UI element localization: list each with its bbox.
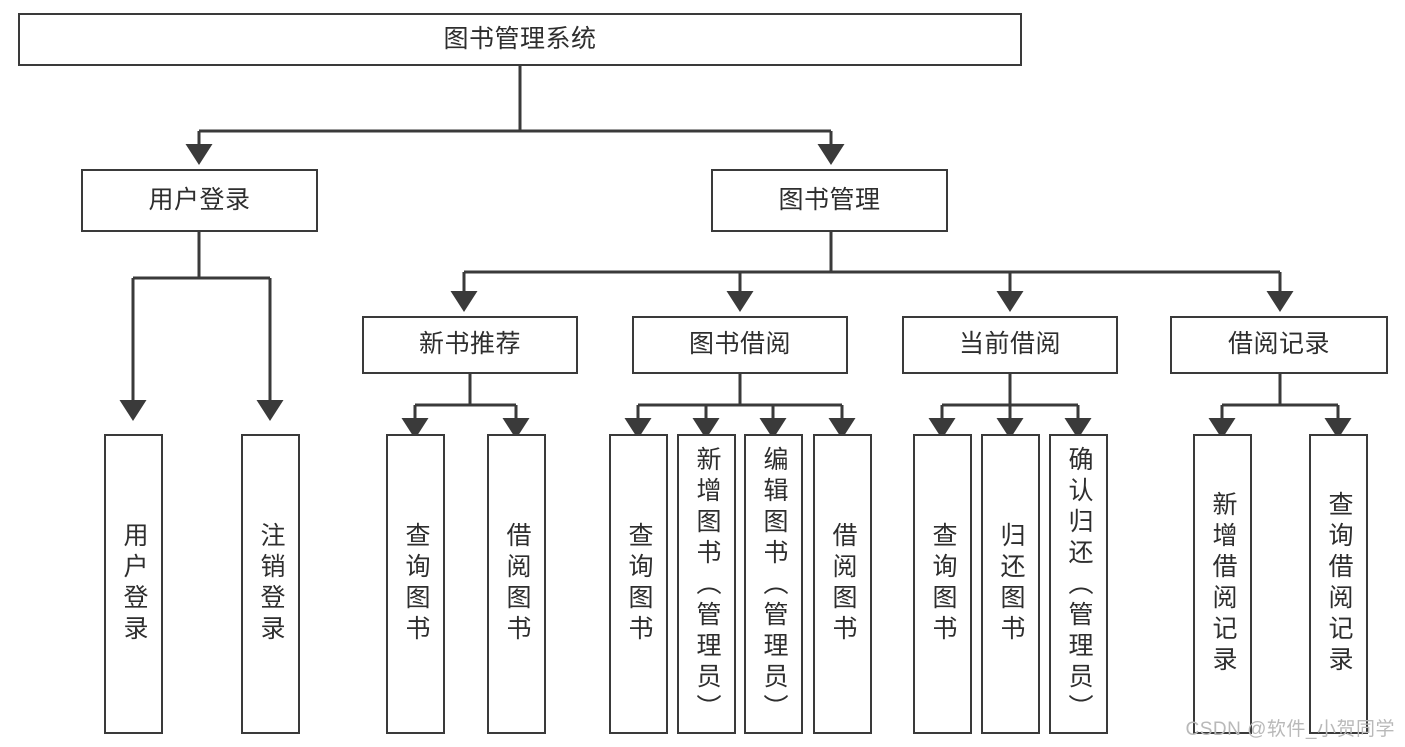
node-leaf-add-record-label: 新增借阅记录 [1209,491,1237,677]
node-leaf-add-record[interactable]: 新增借阅记录 [1193,434,1252,734]
node-borrow-record[interactable]: 借阅记录 [1170,316,1388,374]
node-leaf-query-book-3[interactable]: 查询图书 [913,434,972,734]
node-leaf-borrow-book-1-label: 借阅图书 [503,522,531,646]
node-leaf-borrow-book-2[interactable]: 借阅图书 [813,434,872,734]
node-current-borrow-label: 当前借阅 [958,330,1061,359]
node-leaf-query-book-2-label: 查询图书 [625,522,653,646]
node-leaf-add-book-label: 新增图书（管理员） [693,446,721,725]
node-user-login[interactable]: 用户登录 [81,169,318,232]
node-leaf-add-book[interactable]: 新增图书（管理员） [677,434,736,734]
node-leaf-query-record[interactable]: 查询借阅记录 [1309,434,1368,734]
node-new-book-rec-label: 新书推荐 [418,330,521,359]
node-leaf-query-book-1[interactable]: 查询图书 [386,434,445,734]
watermark: CSDN @软件_小贺同学 [1185,719,1395,740]
node-borrow-record-label: 借阅记录 [1227,330,1330,359]
node-leaf-return-book-label: 归还图书 [997,522,1025,646]
node-leaf-query-book-2[interactable]: 查询图书 [609,434,668,734]
node-leaf-borrow-book-1[interactable]: 借阅图书 [487,434,546,734]
node-leaf-edit-book[interactable]: 编辑图书（管理员） [744,434,803,734]
node-book-manage-label: 图书管理 [778,185,881,214]
node-current-borrow[interactable]: 当前借阅 [902,316,1118,374]
node-root-label: 图书管理系统 [443,24,597,53]
node-leaf-query-book-3-label: 查询图书 [929,522,957,646]
node-leaf-user-login-label: 用户登录 [120,522,148,646]
node-root[interactable]: 图书管理系统 [18,13,1022,66]
node-leaf-edit-book-label: 编辑图书（管理员） [760,446,788,725]
node-leaf-borrow-book-2-label: 借阅图书 [829,522,857,646]
node-new-book-rec[interactable]: 新书推荐 [362,316,578,374]
node-user-login-label: 用户登录 [148,185,251,214]
node-leaf-logout-label: 注销登录 [257,522,285,646]
node-leaf-query-book-1-label: 查询图书 [402,522,430,646]
node-leaf-query-record-label: 查询借阅记录 [1325,491,1353,677]
node-leaf-logout[interactable]: 注销登录 [241,434,300,734]
node-leaf-confirm-return[interactable]: 确认归还（管理员） [1049,434,1108,734]
node-book-borrow[interactable]: 图书借阅 [632,316,848,374]
node-book-manage[interactable]: 图书管理 [711,169,948,232]
node-book-borrow-label: 图书借阅 [688,330,791,359]
node-leaf-return-book[interactable]: 归还图书 [981,434,1040,734]
node-leaf-user-login[interactable]: 用户登录 [104,434,163,734]
node-leaf-confirm-return-label: 确认归还（管理员） [1065,446,1093,725]
